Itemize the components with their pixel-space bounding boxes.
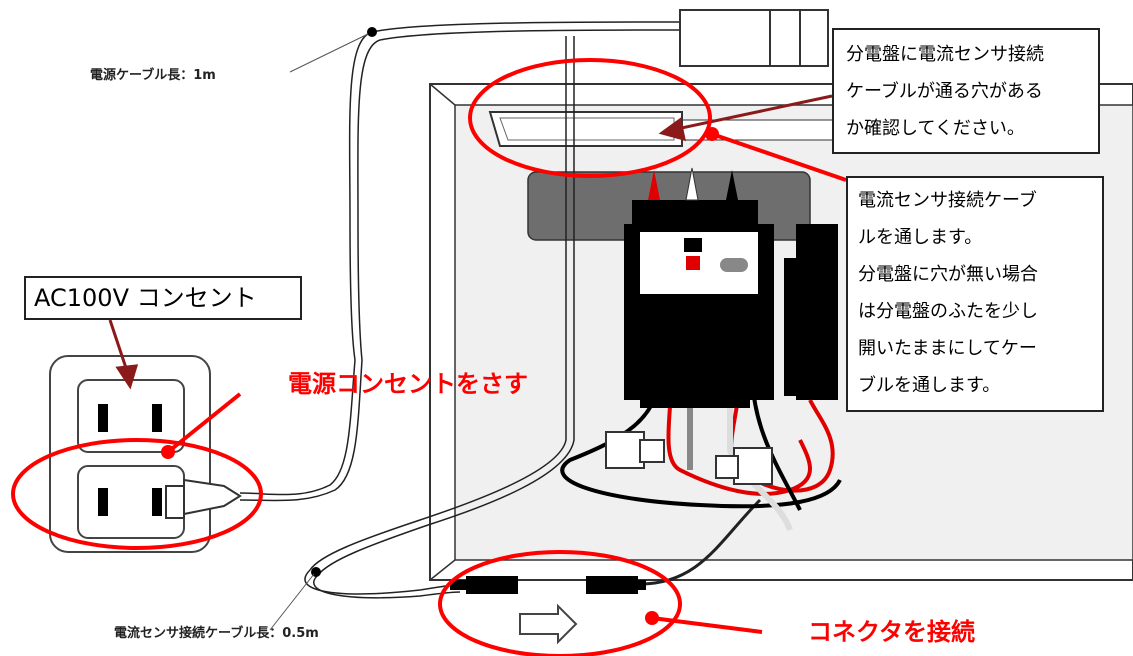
power-plug xyxy=(165,478,242,519)
breaker xyxy=(784,224,838,400)
connector-pair xyxy=(450,576,646,594)
routing-line: ルを通します。 xyxy=(858,227,983,248)
highlight-marks xyxy=(11,58,847,656)
connector-cable-right xyxy=(639,498,762,586)
cable-junction-dot xyxy=(367,27,377,37)
callout-arrows xyxy=(108,94,833,390)
routing-line: は分電盤のふたを少し xyxy=(858,301,1038,322)
routing-line: 電流センサ接続ケーブ xyxy=(858,190,1037,211)
outlet-label-box: AC100V コンセント xyxy=(24,276,302,320)
hole-check-line: か確認してください。 xyxy=(846,118,1025,139)
sensor-cable xyxy=(304,36,575,599)
connect-caption: コネクタを接続 xyxy=(808,618,976,646)
hole-check-line: 分電盤に電流センサ接続 xyxy=(846,44,1044,65)
measuring-device xyxy=(624,167,774,408)
sensor-cable-length-label: 電流センサ接続ケーブル長：0.5m xyxy=(114,626,319,641)
power-cable-length-label: 電源ケーブル長：1m xyxy=(90,68,216,83)
sensor-clamps xyxy=(605,431,773,485)
plug-in-caption: 電源コンセントをさす xyxy=(288,370,528,398)
sensor-cable-leader xyxy=(269,573,315,631)
connect-direction-arrow xyxy=(519,603,578,645)
power-cable-leader xyxy=(289,33,369,73)
power-adapter xyxy=(679,9,829,67)
cable-hole xyxy=(488,111,683,147)
power-cable xyxy=(239,21,687,502)
hole-check-line: ケーブルが通る穴がある xyxy=(846,81,1043,102)
wall-outlet xyxy=(49,355,211,553)
routing-line: ブルを通します。 xyxy=(858,375,1001,396)
hole-check-callout: 分電盤に電流センサ接続 ケーブルが通る穴がある か確認してください。 xyxy=(832,28,1100,154)
routing-line: 分電盤に穴が無い場合 xyxy=(858,264,1038,285)
outlet-label: AC100V コンセント xyxy=(34,284,257,312)
highlight-dots xyxy=(161,127,719,625)
routing-line: 開いたままにしてケー xyxy=(858,338,1037,359)
routing-callout: 電流センサ接続ケーブ ルを通します。 分電盤に穴が無い場合 は分電盤のふたを少し… xyxy=(846,176,1104,412)
